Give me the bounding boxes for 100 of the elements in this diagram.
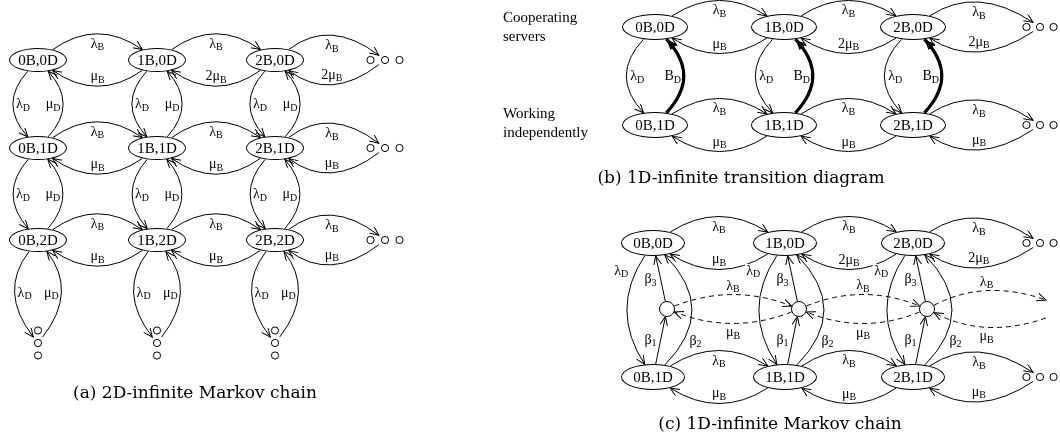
arrow <box>665 38 686 114</box>
state-oval: 2B,2D <box>246 228 304 252</box>
edge-label: β$_{2}$ <box>820 333 835 348</box>
arrow <box>655 316 668 365</box>
edge-label: λ$_{B}$ <box>725 278 741 293</box>
edge-label: β$_{1}$ <box>643 332 658 347</box>
row-label: Cooperating servers <box>503 8 579 46</box>
arrow <box>669 387 769 404</box>
caption: (b) 1D-infinite transition diagram <box>597 166 885 190</box>
ellipsis-dots <box>270 326 280 360</box>
edge-label: β$_{2}$ <box>688 333 703 348</box>
state-oval: 0B,1D <box>622 112 688 138</box>
edge-label: 2μ$_{B}$ <box>204 69 228 84</box>
arrow <box>288 64 380 86</box>
arrow <box>249 70 266 138</box>
edge-label: λ$_{D}$ <box>135 285 152 300</box>
state-oval: 2B,1D <box>881 364 945 390</box>
arrow <box>625 38 645 114</box>
arrow <box>794 38 815 114</box>
edge-label: λ$_{B}$ <box>711 353 727 368</box>
arrow <box>913 255 926 302</box>
state-oval: 0B,1D <box>9 136 67 160</box>
arrow <box>929 31 1034 53</box>
state-oval: 2B,0D <box>246 48 304 72</box>
edge-label: λ$_{B}$ <box>208 36 224 51</box>
edge-label: λ$_{D}$ <box>745 263 762 278</box>
dashed-arrow <box>933 290 1047 306</box>
edge-label: λ$_{D}$ <box>133 97 150 111</box>
edge-label: 2μ$_{B}$ <box>320 67 344 82</box>
arrow <box>47 158 64 230</box>
arrow <box>284 158 301 230</box>
state-oval: 1B,2D <box>128 228 186 252</box>
dashed-arrow <box>673 294 793 308</box>
arrow <box>288 152 380 174</box>
state-oval: 2B,0D <box>880 14 946 40</box>
edge-label: β$_{1}$ <box>775 332 790 347</box>
arrow <box>12 70 29 138</box>
state-oval: 1B,0D <box>753 230 817 256</box>
edge-label: λ$_{B}$ <box>840 3 857 18</box>
arrow <box>929 247 1034 269</box>
arrow <box>653 255 666 302</box>
arrow <box>883 38 903 114</box>
ellipsis-dots <box>152 326 162 360</box>
ellipsis-dots <box>1022 238 1058 248</box>
state-oval: 1B,0D <box>751 14 817 40</box>
arrow <box>161 250 181 338</box>
edge-label: β$_{1}$ <box>903 332 918 347</box>
arrow <box>279 250 299 338</box>
ellipsis-dots <box>366 143 404 153</box>
edge-label: β$_{2}$ <box>948 333 963 348</box>
edge-label: λ$_{B}$ <box>841 353 857 368</box>
caption: (a) 2D-infinite Markov chain <box>73 381 317 405</box>
edge-label: λ$_{B}$ <box>971 355 987 370</box>
state-oval: 1B,1D <box>753 364 817 390</box>
arrow <box>664 254 693 366</box>
state-oval: 1B,1D <box>751 112 817 138</box>
edge-label: B$_{D}$ <box>921 69 940 83</box>
arrow <box>929 381 1034 403</box>
edge-label: λ$_{D}$ <box>758 69 775 83</box>
edge-label: 2μ$_{B}$ <box>837 252 861 267</box>
arrow <box>923 38 944 114</box>
state-oval: 0B,0D <box>9 48 67 72</box>
arrow <box>754 38 774 114</box>
ellipsis-dots <box>1022 22 1058 32</box>
edge-label: λ$_{B}$ <box>841 219 857 234</box>
arrow <box>929 129 1034 151</box>
edge-label: λ$_{D}$ <box>134 187 151 201</box>
state-oval: 0B,1D <box>621 364 685 390</box>
ellipsis-dots <box>33 326 43 360</box>
edge-label: β$_{3}$ <box>903 272 918 287</box>
ellipsis-dots <box>1022 372 1058 382</box>
row-label: Working independently <box>503 104 589 142</box>
arrow <box>14 250 34 338</box>
edge-label: λ$_{B}$ <box>711 101 728 116</box>
edge-label: λ$_{D}$ <box>253 285 270 300</box>
arrow <box>669 253 769 270</box>
edge-label: λ$_{B}$ <box>840 101 857 116</box>
edge-label: λ$_{D}$ <box>16 285 33 300</box>
arrow <box>131 158 148 230</box>
edge-label: λ$_{D}$ <box>252 187 269 201</box>
dashed-arrow <box>933 312 1047 328</box>
state-oval: 2B,0D <box>881 230 945 256</box>
ellipsis-dots <box>366 55 404 65</box>
edge-label: λ$_{B}$ <box>89 36 106 51</box>
edge-label: λ$_{B}$ <box>208 216 224 231</box>
arrow <box>626 255 646 365</box>
edge-label: λ$_{B}$ <box>978 274 995 289</box>
edge-label: 2μ$_{B}$ <box>967 250 991 265</box>
edge-label: β$_{3}$ <box>643 272 658 287</box>
arrow <box>133 250 153 338</box>
arrow <box>47 70 64 138</box>
arrow <box>758 255 778 365</box>
edge-label: λ$_{D}$ <box>613 263 630 278</box>
dashed-arrow <box>805 294 921 308</box>
arrow <box>12 158 29 230</box>
edge-label: λ$_{B}$ <box>324 218 340 233</box>
arrow <box>166 158 183 230</box>
edge-label: λ$_{D}$ <box>14 97 31 111</box>
edge-label: 2μ$_{B}$ <box>836 36 861 51</box>
arrow <box>669 350 769 367</box>
